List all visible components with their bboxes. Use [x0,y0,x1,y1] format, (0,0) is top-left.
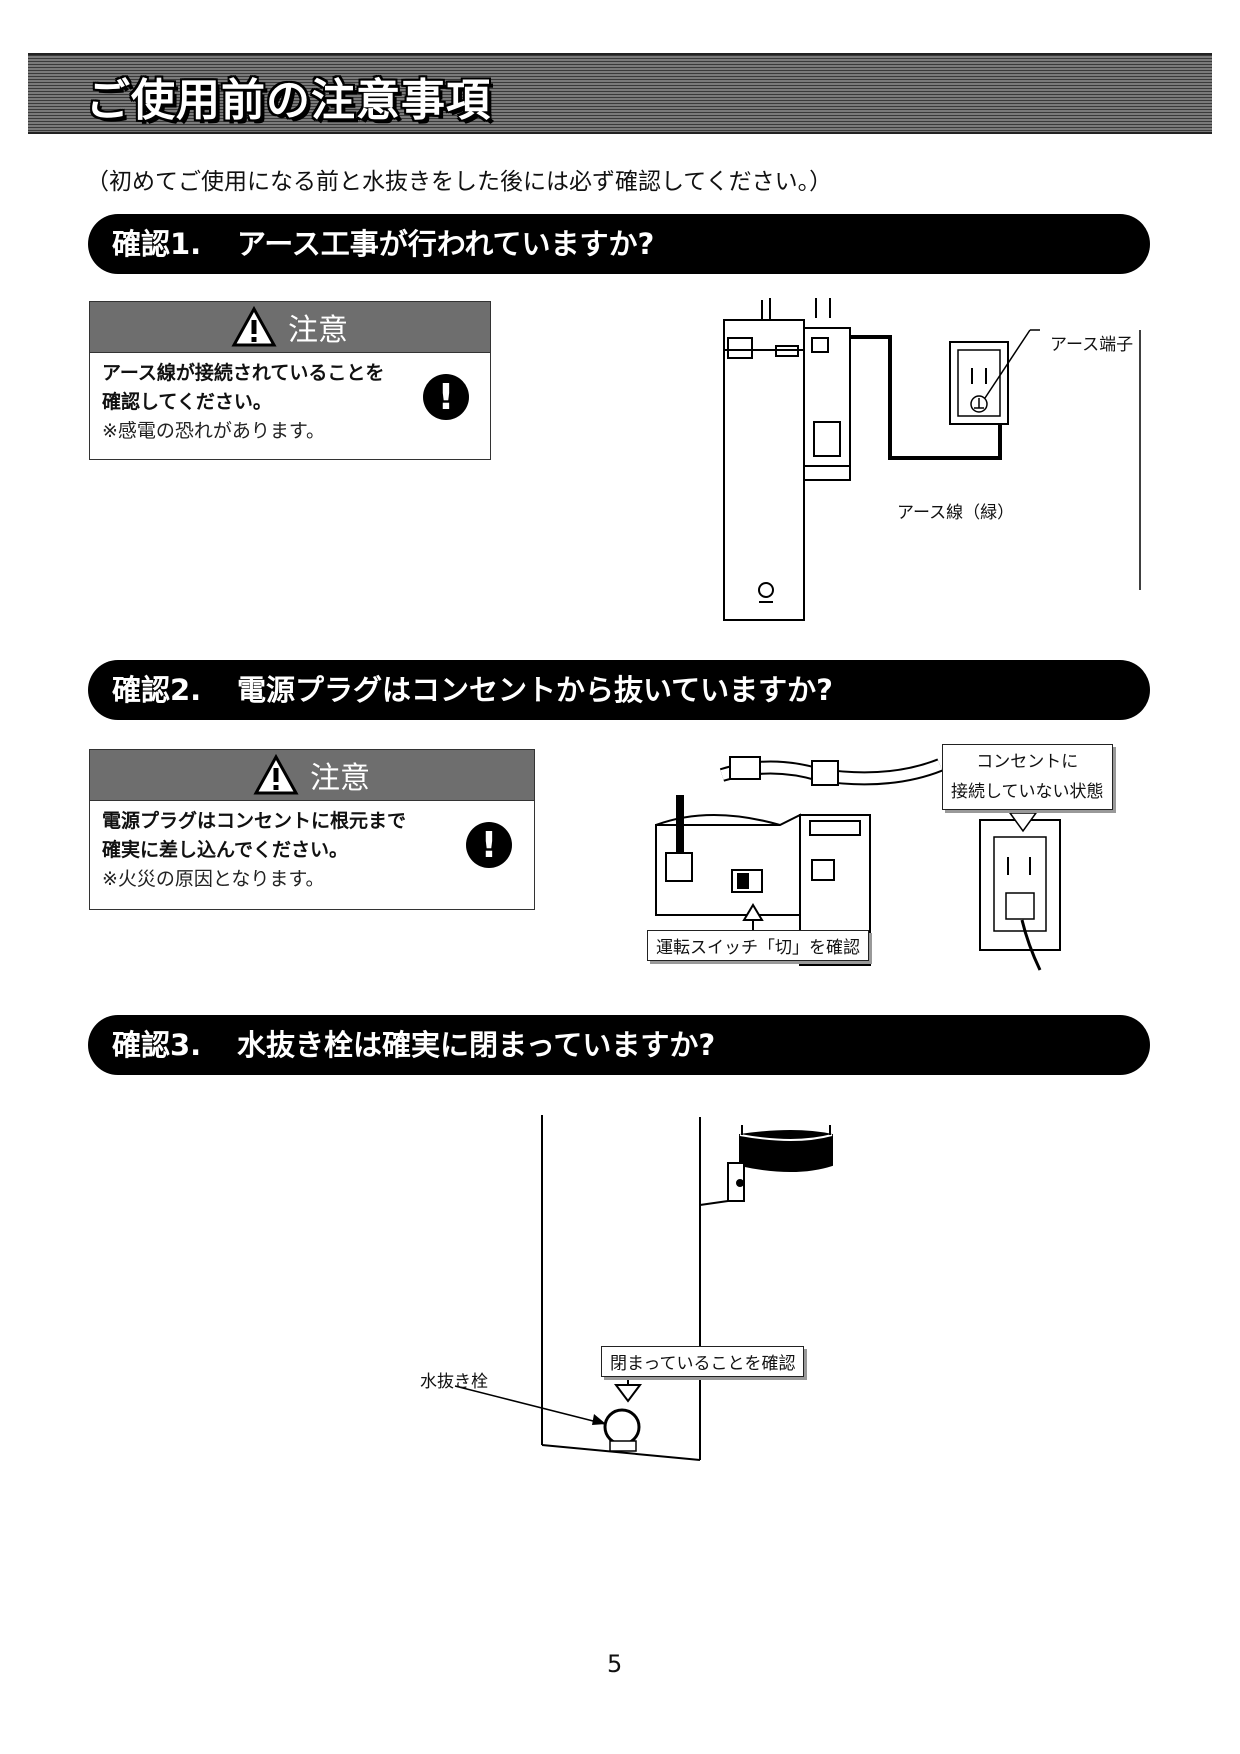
check-2-bar: 確認2. 電源プラグはコンセントから抜いていますか? [88,660,1150,720]
check-2-question: 電源プラグはコンセントから抜いていますか? [237,673,833,707]
earth-wire-illustration [723,298,1141,621]
caution-text-1a: アース線が接続されていることを [102,362,385,384]
switch-check-label: 運転スイッチ「切」を確認 [647,930,869,961]
caution-box-1: 注意 アース線が接続されていることを 確認してください。 ※感電の恐れがあります… [89,301,491,460]
header-banner: ご使用前の注意事項 [28,53,1212,134]
caution-title-2: 注意 [310,761,370,796]
warning-triangle-icon [253,753,299,795]
closed-check-label: 閉まっていることを確認 [601,1346,805,1377]
outlet-state-label: コンセントに 接続していない状態 [942,744,1113,810]
check-1-bar: 確認1. アース工事が行われていますか? [88,214,1150,274]
page-title: ご使用前の注意事項 [86,75,491,126]
caution-note-2: ※火災の原因となります。 [102,868,325,890]
drain-valve-illustration [454,1115,833,1461]
check-3-bar: 確認3. 水抜き栓は確実に閉まっていますか? [88,1015,1150,1075]
warning-triangle-icon [231,305,277,347]
check-1-number: 確認1. [112,227,202,261]
earth-terminal-label: アース端子 [1050,335,1134,355]
caution-header-1: 注意 [90,302,490,353]
outlet-state-line2: 接続していない状態 [951,782,1104,802]
caution-box-2: 注意 電源プラグはコンセントに根元まで 確実に差し込んでください。 ※火災の原因… [89,749,535,910]
check-1-question: アース工事が行われていますか? [237,227,655,261]
caution-text-1b: 確認してください。 [102,391,272,413]
check-3-question: 水抜き栓は確実に閉まっていますか? [237,1028,716,1062]
check-3-number: 確認3. [112,1028,202,1062]
exclamation-circle-icon: ! [466,822,512,868]
exclamation-circle-icon: ! [423,374,469,420]
check-2-number: 確認2. [112,673,202,707]
caution-note-1: ※感電の恐れがあります。 [102,420,326,442]
caution-title-1: 注意 [288,313,348,348]
caution-header-2: 注意 [90,750,534,801]
drain-valve-label: 水抜き栓 [420,1372,488,1392]
outlet-state-line1: コンセントに [976,752,1079,772]
caution-text-2a: 電源プラグはコンセントに根元まで [102,810,407,832]
page-number: 5 [607,1650,623,1678]
power-plug-illustration [655,756,1061,971]
intro-text: （初めてご使用になる前と水抜きをした後には必ず確認してください。） [86,169,833,195]
earth-wire-label: アース線（緑） [897,503,1015,523]
caution-text-2b: 確実に差し込んでください。 [102,839,349,861]
